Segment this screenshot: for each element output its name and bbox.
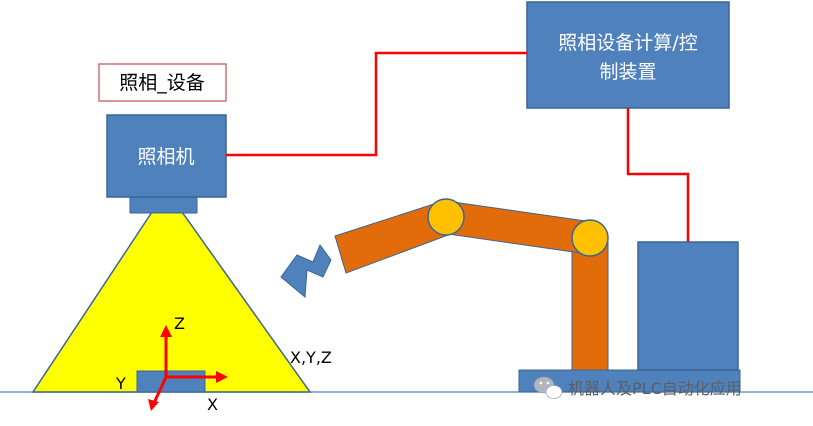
camera-device-label: 照相_设备 [119,72,205,94]
axis-y-label: Y [115,374,126,393]
axis-y-arrowhead [148,399,159,411]
axis-z-label: Z [174,314,185,333]
robot-base [518,369,741,393]
controller-label-line1: 照相设备计算/控 [558,32,697,54]
axis-y-line [152,376,168,404]
coords-label: X,Y,Z [290,348,332,367]
wire-camera-controller [226,51,527,157]
robot-arm-upright [571,236,609,371]
axis-x-arrowhead [216,371,228,383]
watermark-text: 机器人及PLC自动化应用 [568,379,742,398]
controller-box [526,1,730,109]
watermark: 机器人及PLC自动化应用 [533,376,742,399]
camera-label: 照相机 [137,146,194,168]
robot-joint-elbow [427,198,465,236]
direction-arrow [280,243,332,299]
wechat-icon [533,376,563,399]
axis-z-arrowhead [160,325,172,337]
robot-joint-shoulder [571,219,609,257]
robot-cabinet [637,241,739,371]
light-cone [31,211,312,393]
axis-x-label: X [207,395,218,414]
controller-label-line2: 制装置 [599,61,656,83]
camera-lens [129,196,198,214]
camera-device-box [98,63,227,102]
robot-arm-middle [440,200,594,255]
workpiece [136,370,206,393]
coordinate-axes [148,325,228,411]
wire-controller-robot [626,108,690,242]
